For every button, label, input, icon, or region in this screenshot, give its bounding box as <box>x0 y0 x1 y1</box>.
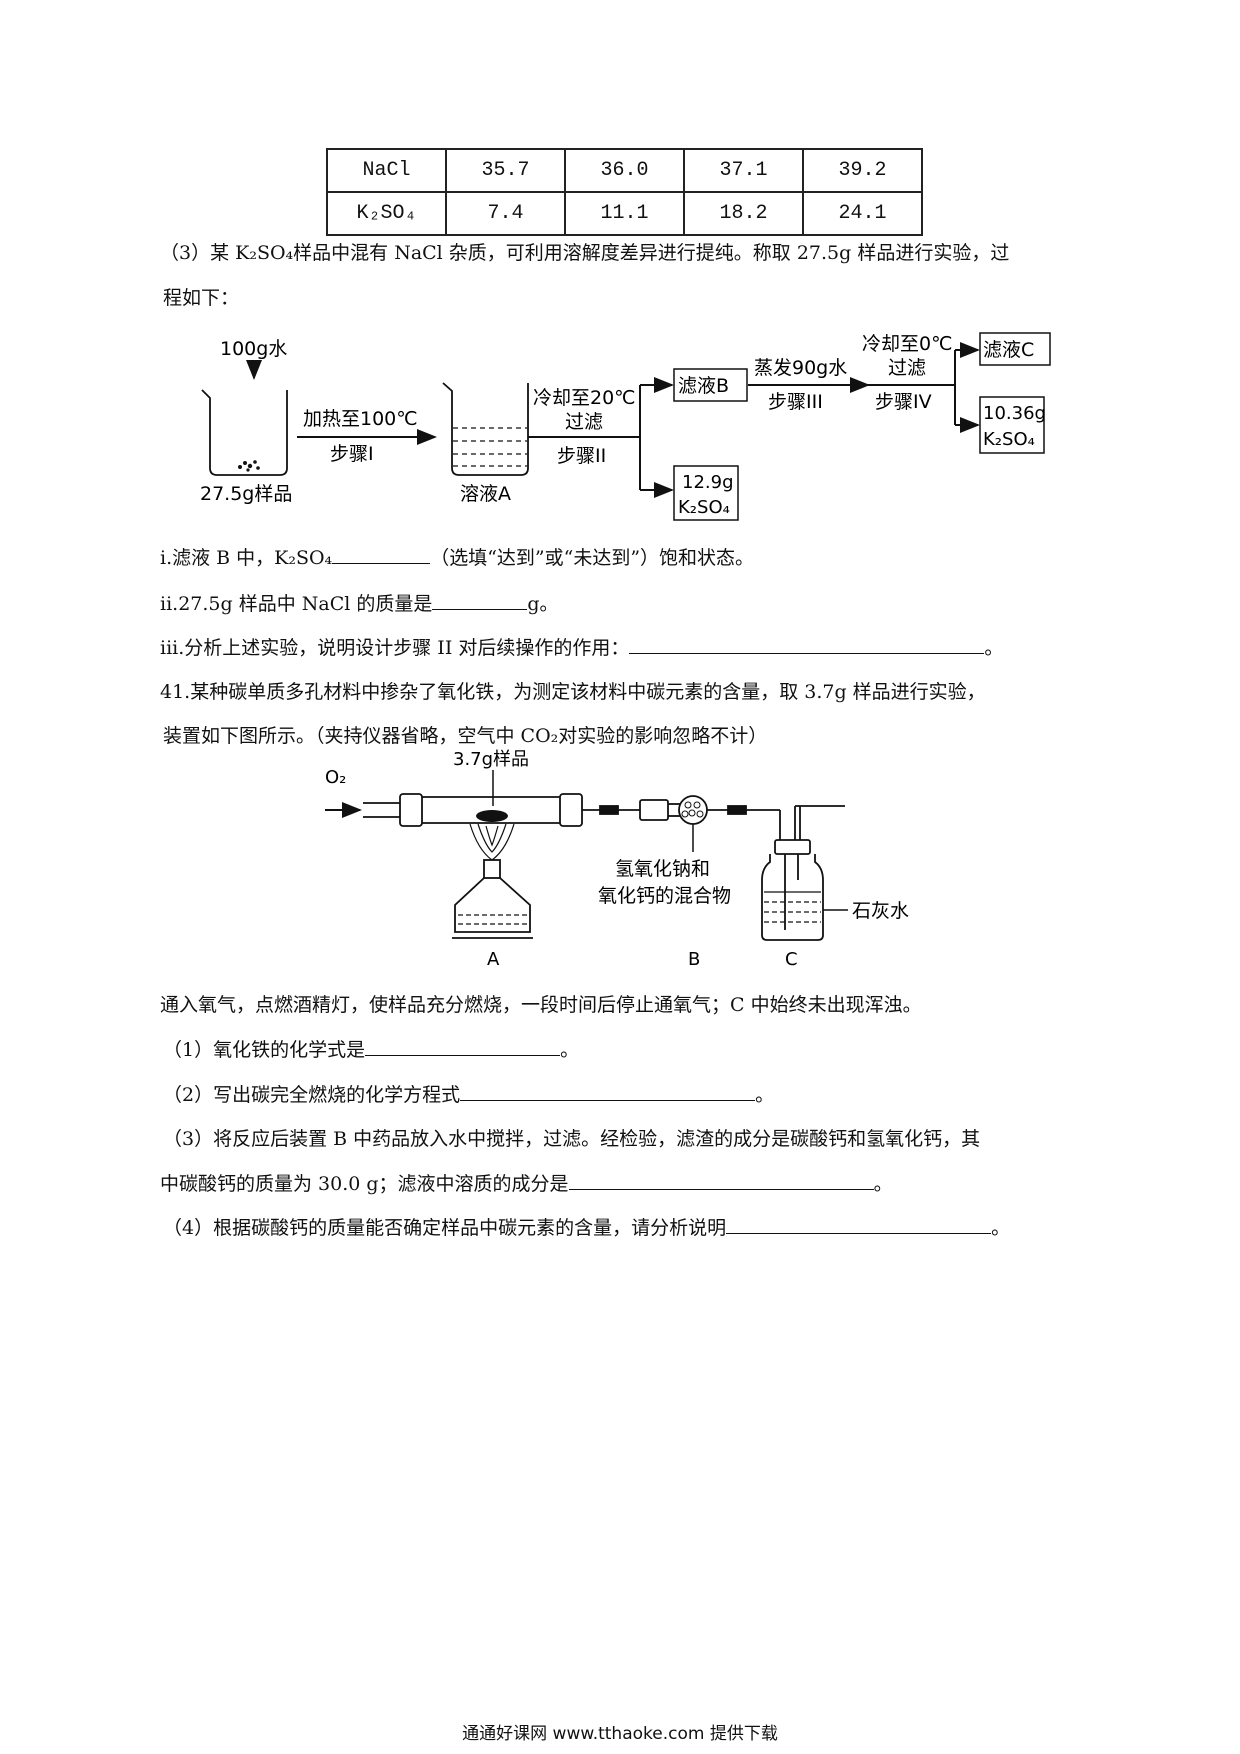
reagent-granules-icon <box>681 801 704 818</box>
step4-filter: 过滤 <box>888 357 926 379</box>
answer-blank[interactable] <box>365 1037 561 1056</box>
product2-mass: 10.36g <box>983 403 1046 424</box>
oxygen-label: O₂ <box>325 767 346 788</box>
reagent-label-1: 氢氧化钠和 <box>615 858 710 880</box>
answer-blank[interactable] <box>432 591 528 610</box>
table-cell: K₂SO₄ <box>326 191 447 236</box>
step4-condition: 冷却至0℃ <box>862 333 952 355</box>
drying-tube-icon <box>582 795 780 825</box>
combustion-tube-icon <box>363 793 583 827</box>
label-b: B <box>688 949 700 970</box>
step3-condition: 蒸发90g水 <box>754 357 847 379</box>
water-label: 100g水 <box>220 338 287 360</box>
label-c: C <box>785 949 798 970</box>
sample-crystals-icon <box>238 460 260 472</box>
beaker-icon <box>201 389 288 476</box>
filtrate-c-label: 滤液C <box>983 339 1034 361</box>
product1-box <box>673 465 739 521</box>
sample-heap-icon <box>476 810 508 822</box>
sample-mass-label: 3.7g样品 <box>453 749 529 770</box>
step2-label: 步骤II <box>557 445 606 467</box>
step2-condition: 冷却至20℃ <box>533 387 636 409</box>
table-cell: 37.1 <box>683 148 804 193</box>
solution-a-label: 溶液A <box>460 483 511 505</box>
page-footer: 通通好课网 www.tthaoke.com 提供下载 <box>462 1724 778 1744</box>
table-cell: 36.0 <box>564 148 685 193</box>
q41-observation: 通入氧气，点燃酒精灯，使样品充分燃烧，一段时间后停止通氧气；C 中始终未出现浑浊… <box>160 994 922 1016</box>
table-cell: NaCl <box>326 148 447 193</box>
flame-icon <box>469 823 515 861</box>
q41-line2: 装置如下图所示。（夹持仪器省略，空气中 CO₂对实验的影响忽略不计） <box>163 725 768 747</box>
limewater-level-lines <box>764 891 821 923</box>
reagent-label-2: 氧化钙的混合物 <box>598 885 731 907</box>
table-cell: 39.2 <box>802 148 923 193</box>
table-cell: 11.1 <box>564 191 685 236</box>
alcohol-lamp-icon <box>452 859 533 939</box>
q41-p2: （2）写出碳完全燃烧的化学方程式。 <box>163 1082 775 1106</box>
sample-label: 27.5g样品 <box>200 483 292 505</box>
filtrate-b-label: 滤液B <box>678 375 729 397</box>
purification-flow-diagram: 100g水 27.5g样品 加热至100℃ 步骤I 溶液A 冷却至20℃ 过滤 … <box>200 332 1051 521</box>
gas-washing-bottle-icon <box>761 805 845 941</box>
q41-p1: （1）氧化铁的化学式是。 <box>163 1037 580 1061</box>
q3-intro-line1: （3）某 K₂SO₄样品中混有 NaCl 杂质，可利用溶解度差异进行提纯。称取 … <box>160 242 1010 264</box>
table-cell: 24.1 <box>802 191 923 236</box>
apparatus-diagram: O₂ 3.7g样品 A 氢氧化钠和 氧 <box>325 749 909 970</box>
table-cell: 18.2 <box>683 191 804 236</box>
table-row: NaCl 35.7 36.0 37.1 39.2 <box>326 148 923 193</box>
filtrate-c-box <box>979 332 1051 366</box>
lamp-liquid-lines <box>458 914 527 925</box>
step4-label: 步骤IV <box>875 391 932 413</box>
limewater-label: 石灰水 <box>852 900 909 922</box>
answer-blank[interactable] <box>726 1215 992 1234</box>
table-cell: 7.4 <box>445 191 566 236</box>
product1-name: K₂SO₄ <box>678 497 730 518</box>
label-a: A <box>487 949 500 970</box>
beaker-solution-icon <box>442 382 529 476</box>
product1-mass: 12.9g <box>682 472 734 493</box>
table-row: K₂SO₄ 7.4 11.1 18.2 24.1 <box>326 191 923 236</box>
answer-blank[interactable] <box>629 635 985 654</box>
q3-iii: iii.分析上述实验，说明设计步骤 II 对后续操作的作用：。 <box>160 635 1004 659</box>
table-cell: 35.7 <box>445 148 566 193</box>
product2-box <box>979 396 1045 454</box>
q3-intro-line2: 程如下： <box>163 287 240 309</box>
step1-label: 步骤I <box>330 443 374 465</box>
step1-condition: 加热至100℃ <box>303 408 418 430</box>
solubility-table: NaCl 35.7 36.0 37.1 39.2 K₂SO₄ 7.4 11.1 … <box>326 148 923 236</box>
answer-blank[interactable] <box>568 1171 874 1190</box>
q3-i: i.滤液 B 中，K₂SO₄（选填“达到”或“未达到”）饱和状态。 <box>160 545 755 569</box>
q41-p4: （4）根据碳酸钙的质量能否确定样品中碳元素的含量，请分析说明。 <box>163 1215 1011 1239</box>
answer-blank[interactable] <box>332 545 431 564</box>
answer-blank[interactable] <box>460 1082 756 1101</box>
q41-p3-line2: 中碳酸钙的质量为 30.0 g；滤液中溶质的成分是。 <box>160 1171 893 1195</box>
step2-filter: 过滤 <box>565 411 603 433</box>
filtrate-b-box <box>673 368 748 402</box>
product2-name: K₂SO₄ <box>983 429 1035 450</box>
solution-level-lines <box>453 427 527 467</box>
q41-line1: 41.某种碳单质多孔材料中掺杂了氧化铁，为测定该材料中碳元素的含量，取 3.7g… <box>160 681 986 703</box>
step3-label: 步骤III <box>768 391 823 413</box>
q41-p3-line1: （3）将反应后装置 B 中药品放入水中搅拌，过滤。经检验，滤渣的成分是碳酸钙和氢… <box>163 1128 981 1150</box>
